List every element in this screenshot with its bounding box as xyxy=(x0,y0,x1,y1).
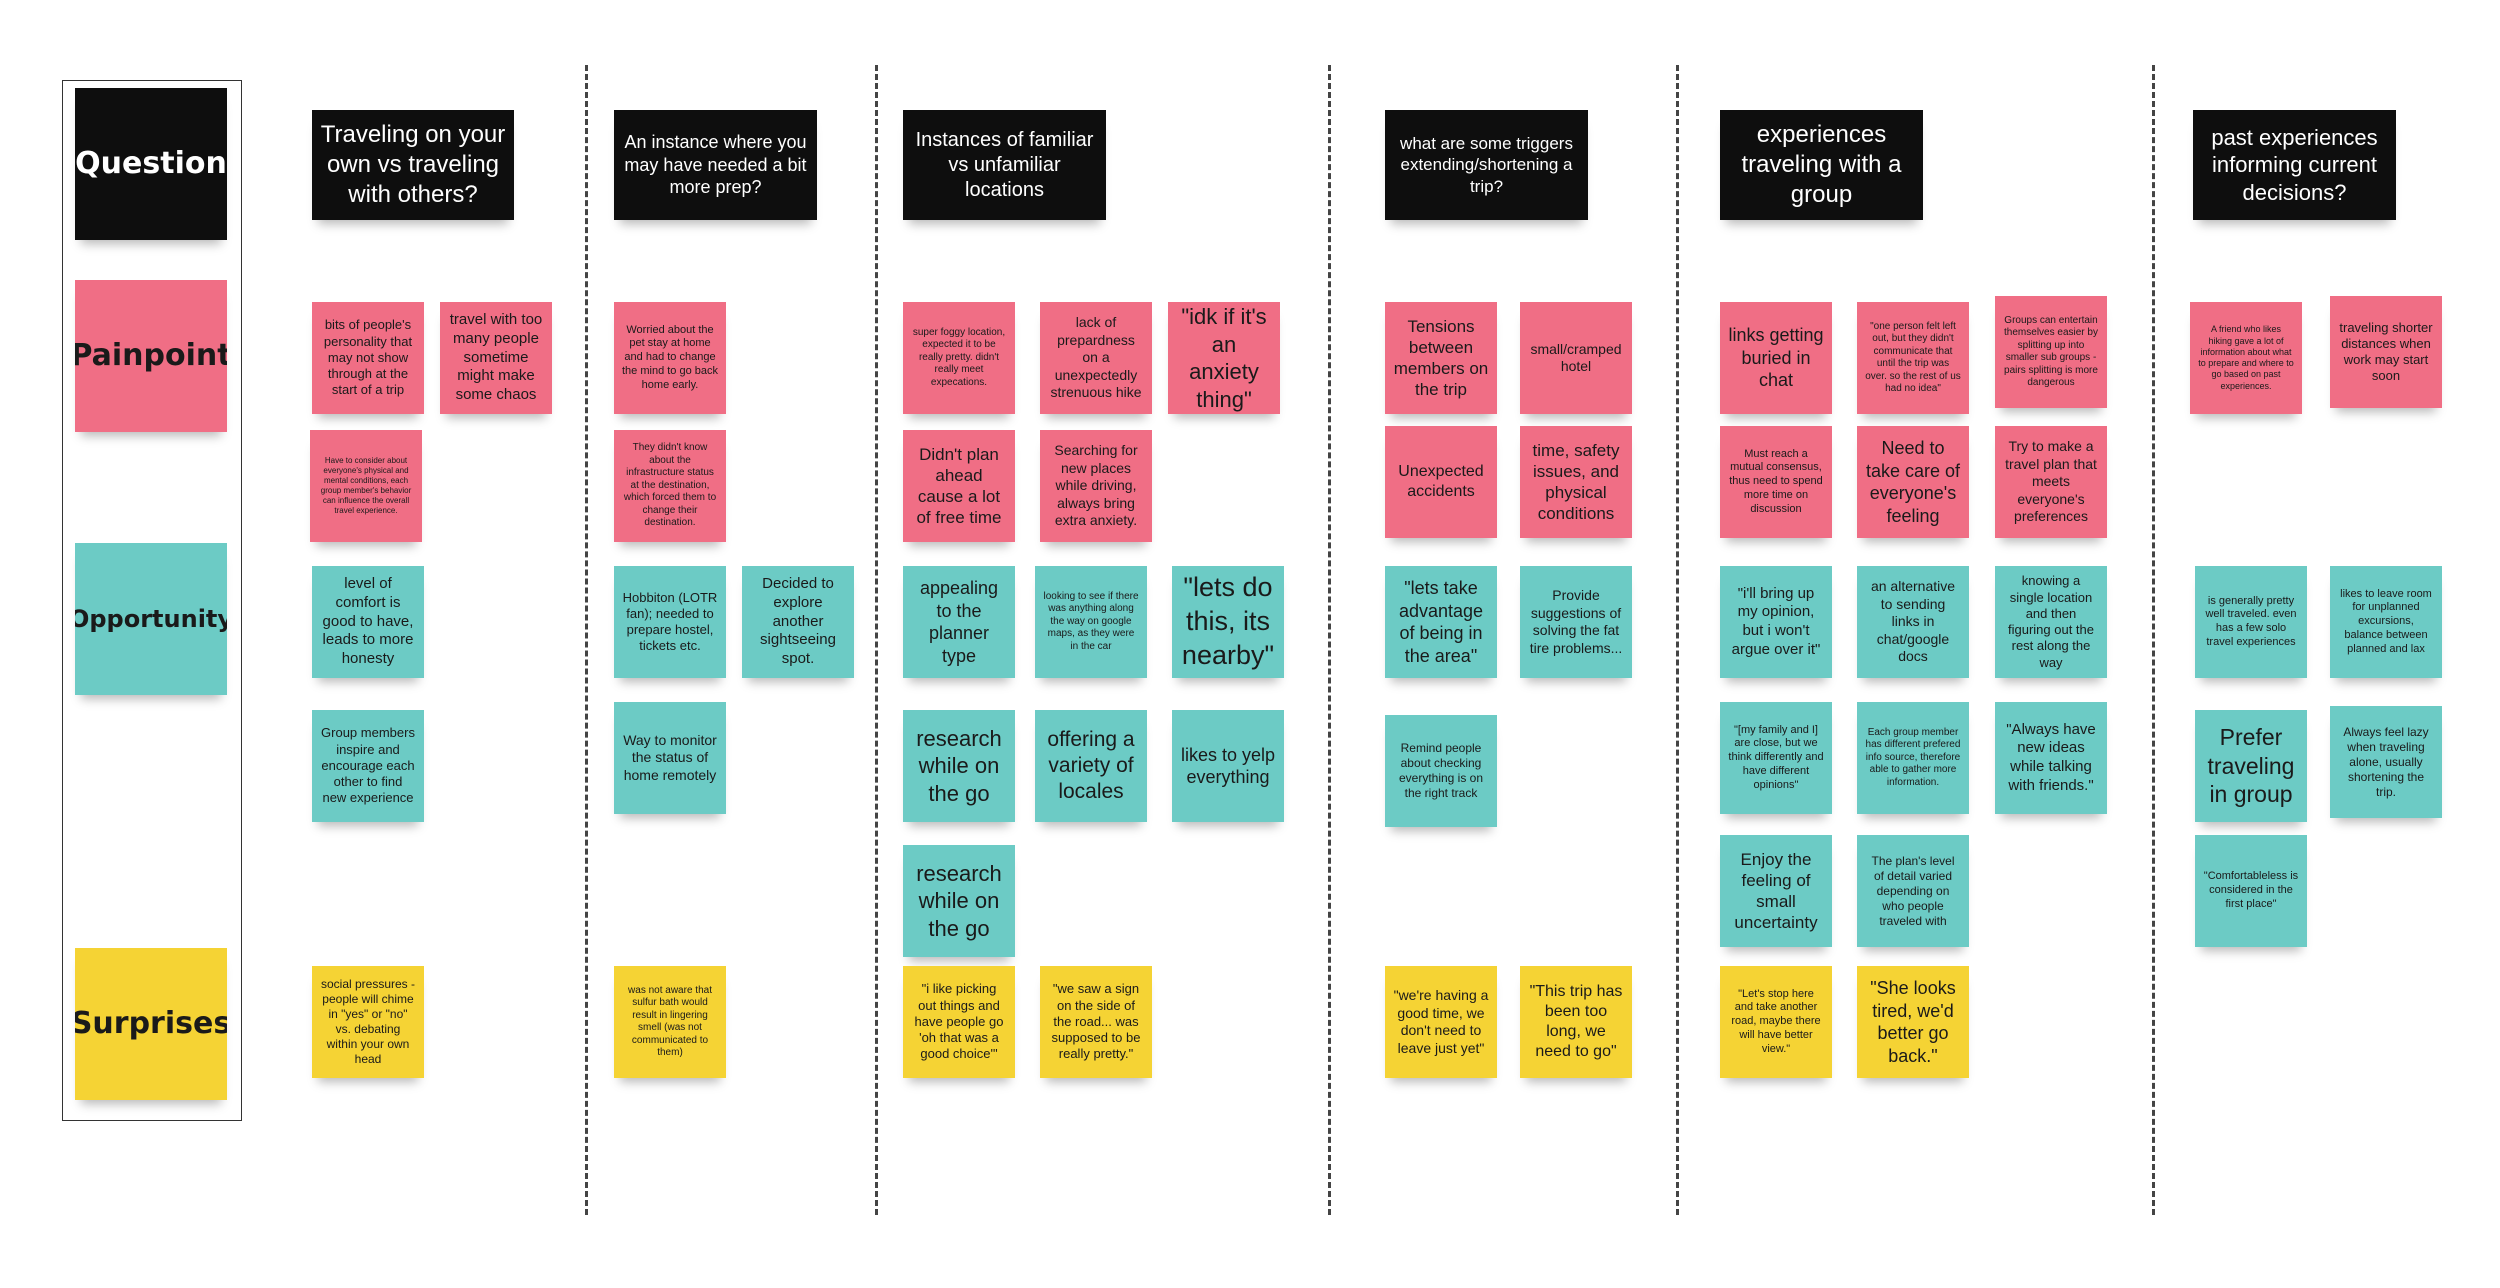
legend-frame xyxy=(62,80,242,1121)
opportunity-note[interactable]: knowing a single location and then figur… xyxy=(1995,566,2107,678)
legend-surprises[interactable]: Surprises xyxy=(75,948,227,1100)
painpoint-note[interactable]: travel with too many people sometime mig… xyxy=(440,302,552,414)
painpoint-note[interactable]: Unexpected accidents xyxy=(1385,426,1497,538)
opportunity-note[interactable]: likes to leave room for unplanned excurs… xyxy=(2330,566,2442,678)
painpoint-note[interactable]: lack of prepardness on a unexpectedly st… xyxy=(1040,302,1152,414)
painpoint-note[interactable]: small/cramped hotel xyxy=(1520,302,1632,414)
opportunity-note[interactable]: "lets take advantage of being in the are… xyxy=(1385,566,1497,678)
surprise-note[interactable]: "Let's stop here and take another road, … xyxy=(1720,966,1832,1078)
painpoint-note[interactable]: Didn't plan ahead cause a lot of free ti… xyxy=(903,430,1015,542)
column-divider xyxy=(2152,65,2155,1215)
painpoint-note[interactable]: Try to make a travel plan that meets eve… xyxy=(1995,426,2107,538)
legend-painpoint[interactable]: Painpoint xyxy=(75,280,227,432)
column-divider xyxy=(585,65,588,1215)
opportunity-note[interactable]: Group members inspire and encourage each… xyxy=(312,710,424,822)
painpoint-note[interactable]: Have to consider about everyone's physic… xyxy=(310,430,422,542)
painpoint-note[interactable]: Searching for new places while driving, … xyxy=(1040,430,1152,542)
opportunity-note[interactable]: offering a variety of locales xyxy=(1035,710,1147,822)
painpoint-note[interactable]: A friend who likes hiking gave a lot of … xyxy=(2190,302,2302,414)
question-header[interactable]: experiences traveling with a group xyxy=(1720,110,1923,220)
column-divider xyxy=(1328,65,1331,1215)
opportunity-note[interactable]: level of comfort is good to have, leads … xyxy=(312,566,424,678)
opportunity-note[interactable]: The plan's level of detail varied depend… xyxy=(1857,835,1969,947)
opportunity-note[interactable]: Decided to explore another sightseeing s… xyxy=(742,566,854,678)
painpoint-note[interactable]: super foggy location, expected it to be … xyxy=(903,302,1015,414)
opportunity-note[interactable]: "i'll bring up my opinion, but i won't a… xyxy=(1720,566,1832,678)
opportunity-note[interactable]: Enjoy the feeling of small uncertainty xyxy=(1720,835,1832,947)
opportunity-note[interactable]: likes to yelp everything xyxy=(1172,710,1284,822)
opportunity-note[interactable]: "Comfortableless is considered in the fi… xyxy=(2195,835,2307,947)
surprise-note[interactable]: "She looks tired, we'd better go back." xyxy=(1857,966,1969,1078)
legend-label: Surprises xyxy=(75,1006,227,1042)
surprise-note[interactable]: social pressures - people will chime in … xyxy=(312,966,424,1078)
painpoint-note[interactable]: Groups can entertain themselves easier b… xyxy=(1995,296,2107,408)
surprise-note[interactable]: "we saw a sign on the side of the road..… xyxy=(1040,966,1152,1078)
question-header[interactable]: what are some triggers extending/shorten… xyxy=(1385,110,1588,220)
painpoint-note[interactable]: Tensions between members on the trip xyxy=(1385,302,1497,414)
surprise-note[interactable]: "we're having a good time, we don't need… xyxy=(1385,966,1497,1078)
legend-label: Question xyxy=(75,146,227,182)
painpoint-note[interactable]: traveling shorter distances when work ma… xyxy=(2330,296,2442,408)
opportunity-note[interactable]: "Always have new ideas while talking wit… xyxy=(1995,702,2107,814)
surprise-note[interactable]: "i like picking out things and have peop… xyxy=(903,966,1015,1078)
legend-label: Opportunity xyxy=(75,605,227,633)
painpoint-note[interactable]: "one person felt left out, but they didn… xyxy=(1857,302,1969,414)
opportunity-note[interactable]: appealing to the planner type xyxy=(903,566,1015,678)
opportunity-note[interactable]: Each group member has different prefered… xyxy=(1857,702,1969,814)
surprise-note[interactable]: was not aware that sulfur bath would res… xyxy=(614,966,726,1078)
opportunity-note[interactable]: research while on the go xyxy=(903,845,1015,957)
painpoint-note[interactable]: "idk if it's an anxiety thing" xyxy=(1168,302,1280,414)
painpoint-note[interactable]: Worried about the pet stay at home and h… xyxy=(614,302,726,414)
opportunity-note[interactable]: Always feel lazy when traveling alone, u… xyxy=(2330,706,2442,818)
opportunity-note[interactable]: "lets do this, its nearby" xyxy=(1172,566,1284,678)
opportunity-note[interactable]: Way to monitor the status of home remote… xyxy=(614,702,726,814)
legend-label: Painpoint xyxy=(75,338,227,374)
legend-opportunity[interactable]: Opportunity xyxy=(75,543,227,695)
opportunity-note[interactable]: Provide suggestions of solving the fat t… xyxy=(1520,566,1632,678)
opportunity-note[interactable]: "[my family and I] are close, but we thi… xyxy=(1720,702,1832,814)
opportunity-note[interactable]: is generally pretty well traveled. even … xyxy=(2195,566,2307,678)
column-divider xyxy=(875,65,878,1215)
question-header[interactable]: An instance where you may have needed a … xyxy=(614,110,817,220)
opportunity-note[interactable]: an alternative to sending links in chat/… xyxy=(1857,566,1969,678)
painpoint-note[interactable]: time, safety issues, and physical condit… xyxy=(1520,426,1632,538)
painpoint-note[interactable]: bits of people's personality that may no… xyxy=(312,302,424,414)
painpoint-note[interactable]: They didn't know about the infrastructur… xyxy=(614,430,726,542)
painpoint-note[interactable]: links getting buried in chat xyxy=(1720,302,1832,414)
question-header[interactable]: Traveling on your own vs traveling with … xyxy=(312,110,514,220)
opportunity-note[interactable]: Prefer traveling in group xyxy=(2195,710,2307,822)
painpoint-note[interactable]: Must reach a mutual consensus, thus need… xyxy=(1720,426,1832,538)
opportunity-note[interactable]: looking to see if there was anything alo… xyxy=(1035,566,1147,678)
column-divider xyxy=(1676,65,1679,1215)
legend-question[interactable]: Question xyxy=(75,88,227,240)
surprise-note[interactable]: "This trip has been too long, we need to… xyxy=(1520,966,1632,1078)
question-header[interactable]: past experiences informing current decis… xyxy=(2193,110,2396,220)
opportunity-note[interactable]: Hobbiton (LOTR fan); needed to prepare h… xyxy=(614,566,726,678)
opportunity-note[interactable]: Remind people about checking everything … xyxy=(1385,715,1497,827)
painpoint-note[interactable]: Need to take care of everyone's feeling xyxy=(1857,426,1969,538)
question-header[interactable]: Instances of familiar vs unfamiliar loca… xyxy=(903,110,1106,220)
opportunity-note[interactable]: research while on the go xyxy=(903,710,1015,822)
